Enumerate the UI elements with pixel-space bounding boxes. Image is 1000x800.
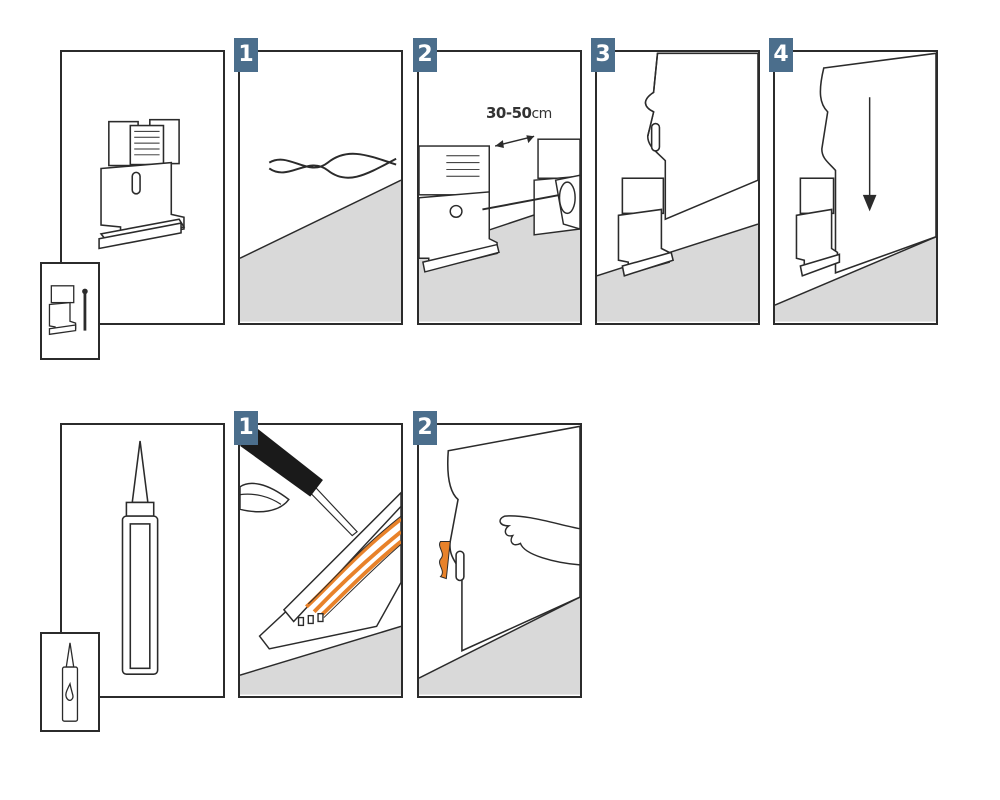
apply-adhesive-illustration — [240, 426, 401, 695]
step-1-adhesive-panel — [238, 423, 403, 698]
cartridge-illustration — [121, 440, 159, 675]
clip-and-screw-icon-inset — [40, 262, 100, 360]
step-2-badge: 2 — [413, 38, 437, 72]
mounting-illustration — [419, 135, 580, 322]
step-4-press-panel — [773, 50, 938, 325]
step-3-badge: 3 — [591, 38, 615, 72]
attach-illustration — [597, 52, 758, 322]
step-1-badge: 1 — [234, 38, 258, 72]
press-down-illustration — [775, 52, 936, 322]
step-4-badge: 4 — [769, 38, 793, 72]
clip-distance-label: 30-50cm — [486, 104, 552, 122]
adhesive-icon-inset — [40, 632, 100, 732]
step-3-attach-panel — [595, 50, 760, 325]
step-1-adhesive-badge: 1 — [234, 411, 258, 445]
adhesive-overview-panel — [60, 423, 225, 698]
step-2-press-panel — [417, 423, 582, 698]
step-2-press-badge: 2 — [413, 411, 437, 445]
clip-illustration — [98, 118, 186, 250]
step-2-mounting-panel — [417, 50, 582, 325]
step-1-cables-panel — [238, 50, 403, 325]
adhesive-drop-icon — [61, 642, 79, 722]
press-skirting-illustration — [419, 425, 580, 695]
clip-screw-icon — [48, 285, 88, 336]
cable-illustration — [240, 152, 401, 322]
